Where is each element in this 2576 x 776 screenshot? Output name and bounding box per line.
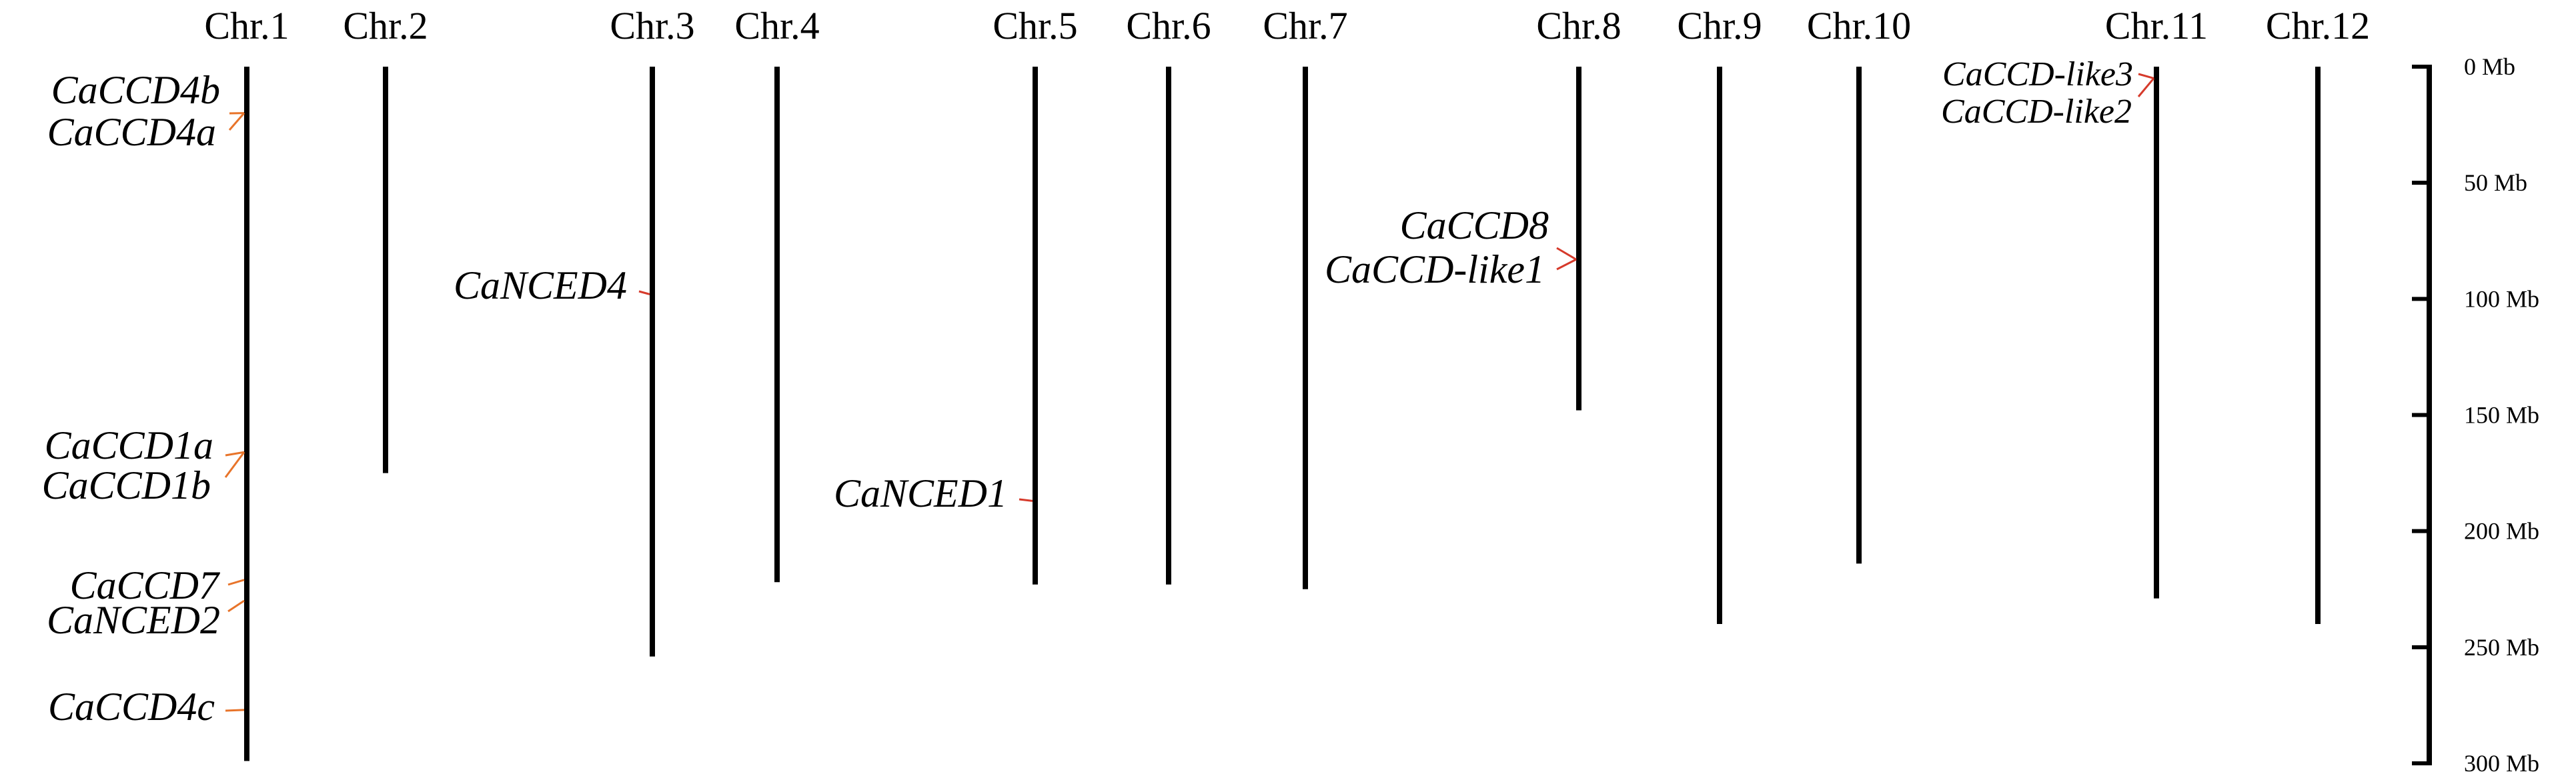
chromosome-label-chr12: Chr.12 [2266, 4, 2370, 47]
scale-tick-label: 150 Mb [2464, 402, 2539, 429]
gene-label: CaCCD4b [51, 68, 220, 112]
gene-label: CaNCED1 [834, 471, 1007, 515]
gene-label: CaNCED4 [454, 263, 627, 307]
chromosome-label-chr2: Chr.2 [343, 4, 428, 47]
gene-marker-line [224, 451, 245, 478]
chromosome-label-chr9: Chr.9 [1677, 4, 1762, 47]
gene-label: CaCCD-like1 [1325, 247, 1545, 291]
chromosome-label-chr6: Chr.6 [1126, 4, 1211, 47]
scale-tick-label: 50 Mb [2464, 169, 2527, 196]
gene-marker-line [1019, 498, 1033, 502]
chromosome-label-chr10: Chr.10 [1807, 4, 1911, 47]
scale-bar: 0 Mb 50 Mb 100 Mb 150 Mb 200 Mb 250 Mb 300 Mb [2412, 53, 2539, 776]
chromosome-label-chr8: Chr.8 [1536, 4, 1621, 47]
scale-tick-label: 0 Mb [2464, 53, 2515, 80]
scale-tick-label: 200 Mb [2464, 518, 2539, 545]
gene-label: CaNCED2 [47, 598, 220, 642]
chromosome-label-chr3: Chr.3 [610, 4, 694, 47]
gene-marker-line [2138, 73, 2154, 79]
gene-marker-line [227, 599, 245, 613]
gene-label: CaCCD4a [47, 110, 216, 154]
gene-label: CaCCD1a [45, 423, 213, 467]
gene-marker-line [1556, 247, 1577, 261]
gene-marker-line [225, 709, 245, 712]
gene-label: CaCCD1b [42, 463, 211, 507]
chromosome-group: Chr.1 Chr.2 Chr.3 Chr.4 Chr.5 Chr.6 Chr.7 Chr.8… [204, 4, 2370, 761]
gene-marker-line [225, 451, 245, 457]
gene-label: CaCCD8 [1400, 203, 1549, 247]
gene-marker-line [228, 112, 245, 131]
chromosome-label-chr11: Chr.11 [2105, 4, 2208, 47]
gene-marker-group: CaCCD4bCaCCD4aCaCCD1aCaCCD1bCaCCD7CaNCED… [42, 55, 2155, 729]
scale-tick-label: 250 Mb [2464, 634, 2539, 661]
scale-tick-label: 300 Mb [2464, 750, 2539, 776]
chromosome-label-chr4: Chr.4 [734, 4, 819, 47]
gene-marker-line [2137, 77, 2155, 97]
scale-tick-label: 100 Mb [2464, 285, 2539, 312]
gene-marker-line [638, 290, 650, 295]
chromosome-label-chr7: Chr.7 [1263, 4, 1347, 47]
gene-marker-line [1556, 258, 1577, 271]
gene-label: CaCCD-like2 [1941, 93, 2132, 131]
gene-marker-line [227, 579, 245, 586]
chromosome-label-chr1: Chr.1 [204, 4, 289, 47]
gene-label: CaCCD7 [70, 563, 221, 607]
gene-label: CaCCD4c [48, 685, 215, 729]
chromosome-label-chr5: Chr.5 [993, 4, 1077, 47]
gene-label: CaCCD-like3 [1942, 55, 2133, 93]
